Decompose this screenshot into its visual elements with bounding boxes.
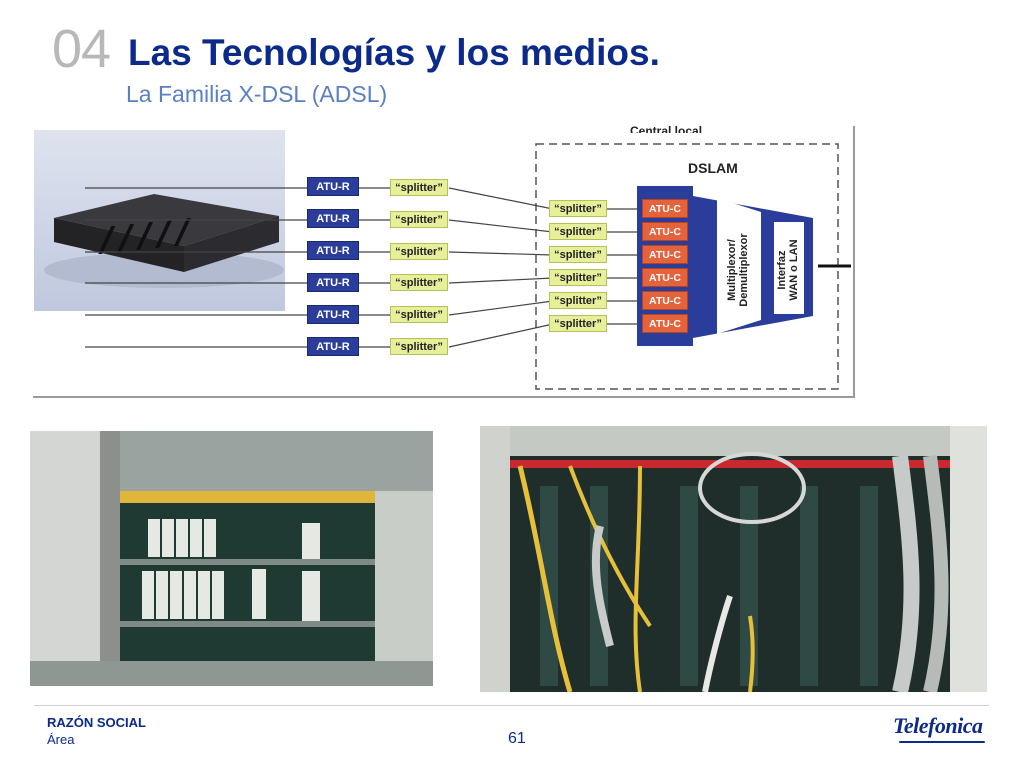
atu-c-box: ATU-C <box>642 291 688 310</box>
dslam-cabling-photo <box>480 426 987 692</box>
central-splitter: “splitter” <box>549 246 607 263</box>
area-label: Área <box>47 732 75 747</box>
central-office-box <box>535 143 839 390</box>
brand-logo: Telefonica <box>893 713 983 738</box>
atu-r-box: ATU-R <box>307 273 359 292</box>
interface-label: Interfaz WAN o LAN <box>776 220 800 320</box>
slide-title: Las Tecnologías y los medios. <box>128 32 660 73</box>
brand-logo-underline <box>899 741 985 743</box>
mux-label-line-1: Multiplexor/ <box>726 239 738 301</box>
client-splitter: “splitter” <box>390 274 448 291</box>
atu-c-box: ATU-C <box>642 222 688 241</box>
central-splitter: “splitter” <box>549 200 607 217</box>
rack-illustration <box>30 431 433 686</box>
modem-illustration <box>44 194 284 288</box>
slide-subtitle: La Familia X-DSL (ADSL) <box>126 81 388 107</box>
client-splitter: “splitter” <box>390 306 448 323</box>
interface-label-line-1: Interfaz <box>776 250 788 290</box>
central-splitter: “splitter” <box>549 315 607 332</box>
central-splitter: “splitter” <box>549 292 607 309</box>
equipment-rack-photo <box>30 431 433 686</box>
mux-label: Multiplexor/ Demultiplexor <box>726 220 750 320</box>
atu-r-box: ATU-R <box>307 209 359 228</box>
mux-label-line-2: Demultiplexor <box>738 233 750 307</box>
multiplexer-shape <box>717 198 761 334</box>
atu-r-box: ATU-R <box>307 241 359 260</box>
atu-c-box: ATU-C <box>642 199 688 218</box>
diagram-frame <box>33 126 855 398</box>
interface-box <box>774 222 804 314</box>
company-name: RAZÓN SOCIAL <box>47 715 146 730</box>
dslam-label: DSLAM <box>688 160 738 176</box>
atu-r-box: ATU-R <box>307 337 359 356</box>
cabling-illustration <box>480 426 987 692</box>
central-office-label: Central local <box>630 124 703 133</box>
atu-c-box: ATU-C <box>642 314 688 333</box>
interface-label-line-2: WAN o LAN <box>788 239 800 301</box>
client-splitter: “splitter” <box>390 243 448 260</box>
central-splitter: “splitter” <box>549 269 607 286</box>
client-splitter: “splitter” <box>390 179 448 196</box>
atu-r-box: ATU-R <box>307 305 359 324</box>
page-number: 61 <box>508 730 526 747</box>
footer-divider <box>34 705 989 706</box>
central-splitter: “splitter” <box>549 223 607 240</box>
atu-c-box: ATU-C <box>642 268 688 287</box>
atu-r-box: ATU-R <box>307 177 359 196</box>
client-splitter: “splitter” <box>390 211 448 228</box>
atu-c-box: ATU-C <box>642 245 688 264</box>
section-number: 04 <box>52 19 111 79</box>
client-splitter: “splitter” <box>390 338 448 355</box>
